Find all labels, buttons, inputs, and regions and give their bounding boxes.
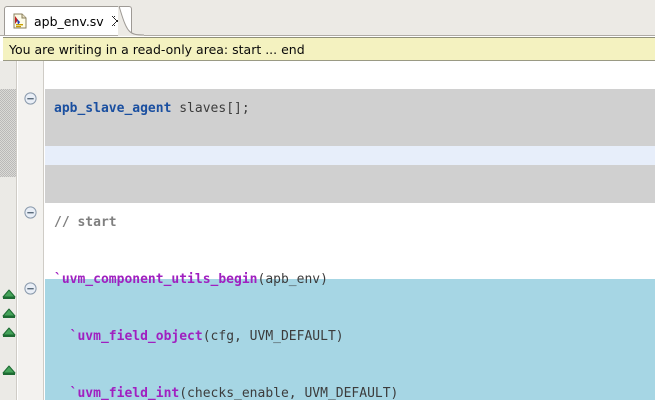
token-macro: `uvm_component_utils_begin — [54, 272, 258, 287]
editor-tab-bar: apb_env.sv — [0, 0, 655, 36]
editor-tab-apb-env-sv[interactable]: apb_env.sv — [4, 6, 132, 35]
token-macro: `uvm_field_int — [54, 386, 180, 400]
fold-collapse-generation-block-icon[interactable] — [24, 282, 37, 295]
generated-block-highlight — [45, 279, 655, 400]
code-line-3[interactable]: // start — [45, 213, 655, 232]
fold-collapse-start-block-icon[interactable] — [24, 92, 37, 105]
readonly-warning-banner: You are writing in a read-only area: sta… — [3, 37, 655, 61]
token-type: apb_slave_agent — [54, 101, 172, 116]
code-canvas[interactable]: apb_slave_agent slaves[]; // start `uvm_… — [45, 61, 655, 400]
readonly-block-highlight-bottom — [45, 165, 655, 203]
code-line-4[interactable]: `uvm_component_utils_begin(apb_env) — [45, 270, 655, 289]
tab-bar-filler — [0, 0, 655, 8]
token-punct: (apb_env) — [257, 272, 328, 287]
current-line-highlight — [45, 146, 655, 165]
token-punct: (cfg, UVM_DEFAULT) — [202, 329, 344, 344]
annotation-ruler[interactable] — [0, 61, 17, 400]
implements-marker-run-phase[interactable] — [2, 365, 16, 376]
systemverilog-file-icon — [12, 13, 28, 29]
code-line-2[interactable] — [45, 156, 655, 175]
editor-body: apb_slave_agent slaves[]; // start `uvm_… — [0, 61, 655, 400]
token-punct: (checks_enable, UVM_DEFAULT) — [179, 386, 399, 400]
implements-marker-start-of-simulation-phase[interactable] — [2, 327, 16, 338]
close-icon[interactable] — [111, 15, 123, 27]
code-line-6[interactable]: `uvm_field_int(checks_enable, UVM_DEFAUL… — [45, 384, 655, 400]
editor-tab-label: apb_env.sv — [34, 13, 104, 29]
code-line-1[interactable]: apb_slave_agent slaves[]; — [45, 99, 655, 118]
folding-ruler[interactable] — [18, 61, 44, 400]
code-text[interactable]: apb_slave_agent slaves[]; // start `uvm_… — [45, 61, 655, 400]
readonly-block-highlight-top — [45, 89, 655, 146]
implements-marker-connect-phase[interactable] — [2, 308, 16, 319]
implements-marker-build-phase[interactable] — [2, 289, 16, 300]
token-punct: slaves[]; — [171, 101, 250, 116]
readonly-hatch-band — [0, 89, 16, 177]
token-macro: `uvm_field_object — [54, 329, 203, 344]
code-line-5[interactable]: `uvm_field_object(cfg, UVM_DEFAULT) — [45, 327, 655, 346]
fold-collapse-constructor-icon[interactable] — [24, 206, 37, 219]
token-comment: // start — [54, 215, 117, 230]
